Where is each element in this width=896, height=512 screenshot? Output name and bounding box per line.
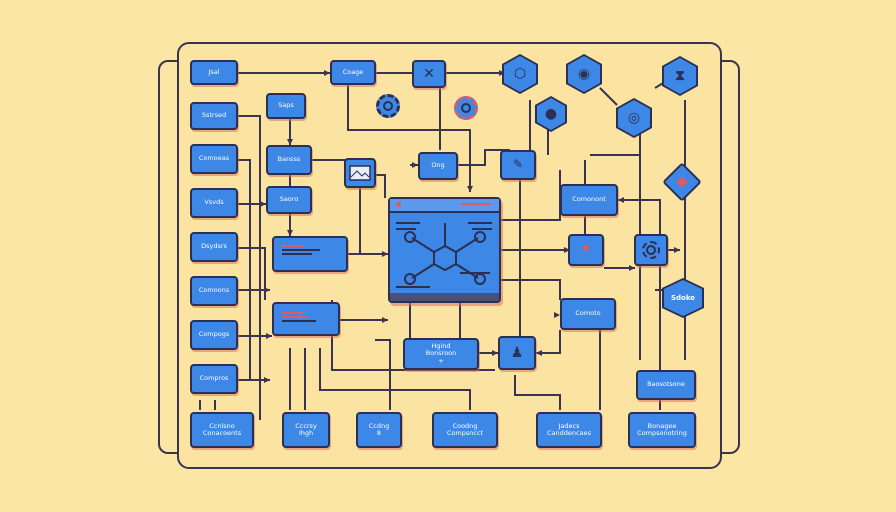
baosotsone-node[interactable]: Baosotsone [636,370,696,400]
image-icon [349,165,371,181]
gear-icon[interactable] [454,96,478,120]
left-node-4[interactable]: Vsvds [190,188,238,218]
hgind-node[interactable]: Hgind Bonsroon + [403,338,479,370]
settings-node[interactable] [634,234,668,266]
dot-icon: ● [544,106,558,122]
browser-window-node[interactable] [388,197,501,303]
hourglass-icon: ⧗ [675,68,685,84]
list-card-1-lines [282,243,322,255]
bottom-node-2[interactable]: Cccrsy Ihgh [282,412,330,448]
left-node-6[interactable]: Comoons [190,276,238,306]
bottom-node-3[interactable]: Ccdng 8 [356,412,402,448]
bottom-node-6[interactable]: Bonagee Compsonotring [628,412,696,448]
comoto-node[interactable]: Comoto [560,298,616,330]
browser-footer [390,293,499,301]
chevron-down-icon: ▼ [582,244,590,256]
coage-node[interactable]: Coage [330,60,376,85]
left-node-5[interactable]: Dsydsrs [190,232,238,262]
ong-node[interactable]: Ong [418,152,458,180]
left-node-3[interactable]: Comoeas [190,144,238,174]
saoro-node[interactable]: Saoro [266,186,312,214]
browser-window-icon [396,222,492,288]
browser-title-bar [390,199,499,213]
cross-icon: ✕ [423,65,435,82]
bottom-node-4[interactable]: Coodng Compsncct [432,412,498,448]
left-node-8[interactable]: Compros [190,364,238,394]
list-card-2[interactable] [272,302,340,336]
left-node-2[interactable]: Sstrsed [190,102,238,130]
pencil-icon: ✎ [512,157,524,172]
bottom-node-1[interactable]: Ccnlsno Conacoents [190,412,254,448]
bottom-node-5[interactable]: Jadecs Canddencaes [536,412,602,448]
component-node[interactable]: Comonont [560,184,618,216]
target-icon: ◎ [627,110,641,126]
target-icon: ◉ [577,66,591,82]
left-node-1[interactable]: Jsal [190,60,238,85]
gear-icon [642,241,660,259]
close-node[interactable]: ✕ [412,60,446,88]
saps-node[interactable]: Saps [266,93,306,119]
hexagon-ring-icon: ⬡ [513,66,527,82]
sdoke-label: Sdoke [670,294,696,302]
user-node[interactable]: ♟ [498,336,536,370]
dropdown-node[interactable]: ▼ [568,234,604,266]
left-node-7[interactable]: Compogs [190,320,238,350]
diamond-icon [676,176,688,188]
image-node[interactable] [344,158,376,188]
bansss-node[interactable]: Bansss [266,145,312,175]
list-card-2-lines [282,310,322,322]
gear-icon[interactable] [376,94,400,118]
user-icon: ♟ [510,344,524,361]
pencil-node[interactable]: ✎ [500,150,536,180]
